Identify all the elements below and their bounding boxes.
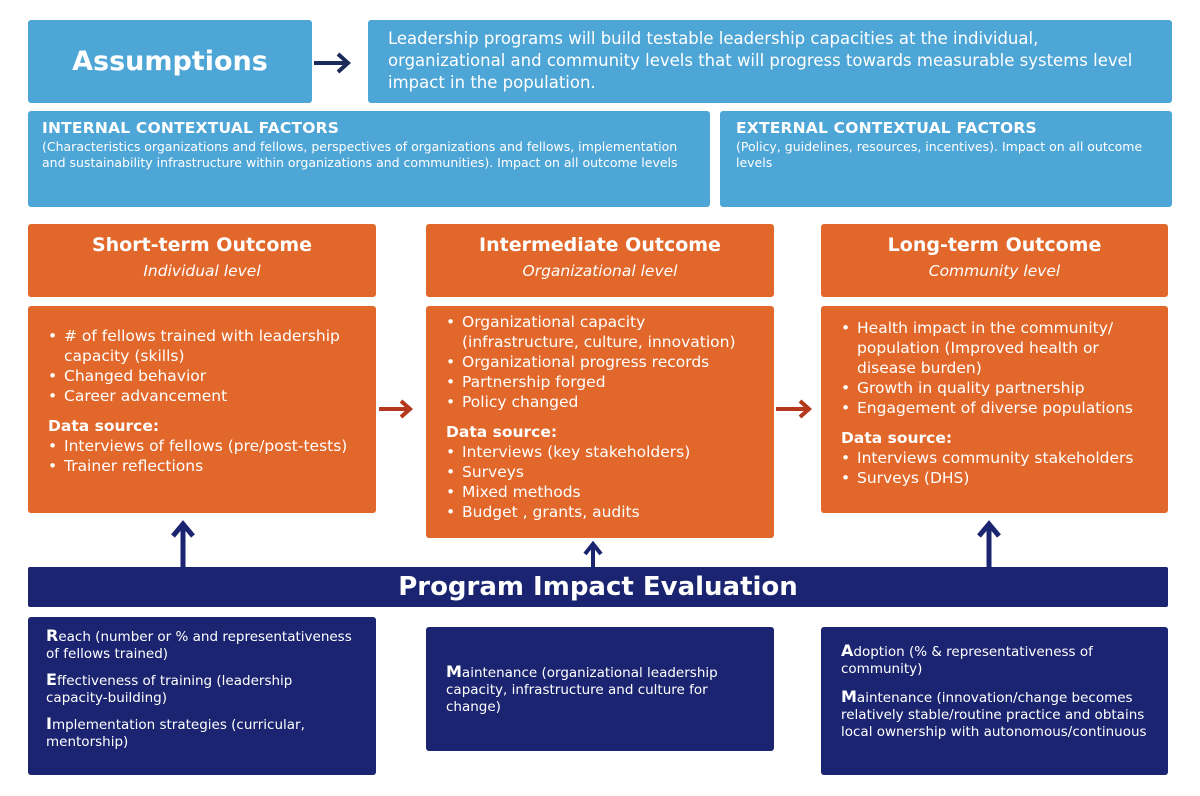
- list-item: Interviews of fellows (pre/post-tests): [48, 436, 362, 456]
- outcome-list: # of fellows trained with leadership cap…: [48, 326, 362, 406]
- list-item: Interviews (key stakeholders): [446, 442, 760, 462]
- list-item: Career advancement: [48, 386, 362, 406]
- initial-letter: A: [841, 641, 854, 660]
- data-source-list: Interviews (key stakeholders) Surveys Mi…: [446, 442, 760, 522]
- evaluation-text: each (number or % and representativeness…: [46, 629, 352, 662]
- list-item: Surveys (DHS): [841, 468, 1154, 488]
- arrow-right-icon: [776, 399, 813, 419]
- outcome-title: Long-term Outcome: [887, 234, 1102, 256]
- assumptions-arrow-icon: [314, 52, 351, 74]
- arrow-up-icon: [171, 520, 195, 568]
- evaluation-middle-box: Maintenance (organizational leadership c…: [426, 627, 774, 751]
- evaluation-item-effectiveness: Effectiveness of training (leadership ca…: [46, 671, 358, 707]
- evaluation-item-maintenance: Maintenance (organizational leadership c…: [446, 663, 754, 716]
- evaluation-text: aintenance (innovation/change becomes re…: [841, 690, 1147, 740]
- short-term-outcome-header: Short-term Outcome Individual level: [28, 224, 376, 297]
- intermediate-outcome-body: Organizational capacity (infrastructure,…: [426, 306, 774, 538]
- long-term-outcome-body: Health impact in the community/ populati…: [821, 306, 1168, 513]
- outcome-list: Organizational capacity (infrastructure,…: [446, 312, 760, 412]
- list-item: Organizational capacity (infrastructure,…: [446, 312, 760, 352]
- internal-factors-box: INTERNAL CONTEXTUAL FACTORS (Characteris…: [28, 111, 710, 207]
- evaluation-right-box: Adoption (% & representativeness of comm…: [821, 627, 1168, 775]
- outcome-title: Intermediate Outcome: [479, 234, 721, 256]
- evaluation-left-box: Reach (number or % and representativenes…: [28, 617, 376, 775]
- evaluation-text: mplementation strategies (curricular, me…: [46, 717, 305, 750]
- list-item: Health impact in the community/ populati…: [841, 318, 1154, 378]
- initial-letter: M: [446, 662, 462, 681]
- data-source-label: Data source:: [841, 429, 953, 447]
- assumptions-statement: Leadership programs will build testable …: [368, 20, 1172, 103]
- outcome-title: Short-term Outcome: [91, 234, 313, 256]
- list-item: Surveys: [446, 462, 760, 482]
- initial-letter: R: [46, 626, 59, 645]
- outcome-level: Individual level: [143, 262, 261, 280]
- internal-factors-heading: INTERNAL CONTEXTUAL FACTORS: [42, 119, 340, 137]
- list-item: Interviews community stakeholders: [841, 448, 1154, 468]
- evaluation-item-adoption: Adoption (% & representativeness of comm…: [841, 642, 1148, 678]
- list-item: Mixed methods: [446, 482, 760, 502]
- arrow-up-icon: [977, 520, 1001, 568]
- list-item: Growth in quality partnership: [841, 378, 1154, 398]
- evaluation-item-reach: Reach (number or % and representativenes…: [46, 627, 358, 663]
- data-source-label: Data source:: [48, 417, 160, 435]
- list-item: Trainer reflections: [48, 456, 362, 476]
- intermediate-outcome-header: Intermediate Outcome Organizational leve…: [426, 224, 774, 297]
- evaluation-text: aintenance (organizational leadership ca…: [446, 665, 718, 715]
- initial-letter: E: [46, 670, 57, 689]
- short-term-outcome-body: # of fellows trained with leadership cap…: [28, 306, 376, 513]
- external-factors-box: EXTERNAL CONTEXTUAL FACTORS (Policy, gui…: [720, 111, 1172, 207]
- list-item: # of fellows trained with leadership cap…: [48, 326, 362, 366]
- list-item: Budget , grants, audits: [446, 502, 760, 522]
- external-factors-body: (Policy, guidelines, resources, incentiv…: [736, 139, 1143, 170]
- initial-letter: I: [46, 714, 52, 733]
- evaluation-text: doption (% & representativeness of commu…: [841, 644, 1093, 677]
- external-factors-heading: EXTERNAL CONTEXTUAL FACTORS: [736, 119, 1037, 137]
- data-source-list: Interviews of fellows (pre/post-tests) T…: [48, 436, 362, 476]
- list-item: Partnership forged: [446, 372, 760, 392]
- long-term-outcome-header: Long-term Outcome Community level: [821, 224, 1168, 297]
- program-impact-evaluation-bar: Program Impact Evaluation: [28, 567, 1168, 607]
- initial-letter: M: [841, 687, 857, 706]
- evaluation-item-maintenance: Maintenance (innovation/change becomes r…: [841, 688, 1148, 741]
- arrow-right-icon: [379, 399, 414, 419]
- list-item: Changed behavior: [48, 366, 362, 386]
- internal-factors-body: (Characteristics organizations and fello…: [42, 139, 678, 170]
- evaluation-text: ffectiveness of training (leadership cap…: [46, 673, 293, 706]
- outcome-list: Health impact in the community/ populati…: [841, 318, 1154, 418]
- evaluation-item-implementation: Implementation strategies (curricular, m…: [46, 715, 358, 751]
- list-item: Policy changed: [446, 392, 760, 412]
- data-source-label: Data source:: [446, 423, 558, 441]
- outcome-level: Community level: [928, 262, 1061, 280]
- data-source-list: Interviews community stakeholders Survey…: [841, 448, 1154, 488]
- list-item: Engagement of diverse populations: [841, 398, 1154, 418]
- arrow-up-icon: [583, 540, 603, 568]
- list-item: Organizational progress records: [446, 352, 760, 372]
- outcome-level: Organizational level: [522, 262, 678, 280]
- assumptions-title: Assumptions: [28, 20, 312, 103]
